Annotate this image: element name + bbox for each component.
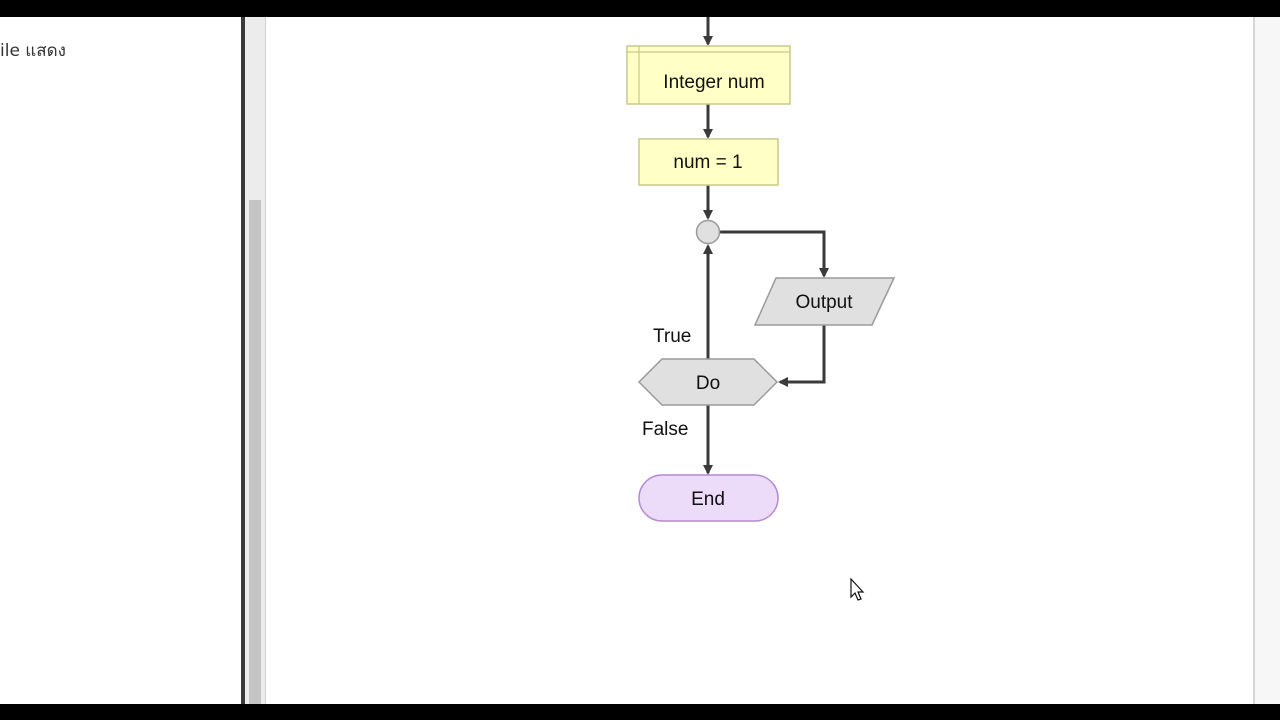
end-node-label: End [691, 489, 725, 510]
edge-output-to-do [778, 325, 826, 387]
top-black-bar [0, 0, 1280, 17]
assign-node-label: num = 1 [673, 152, 742, 173]
edge-junction-to-output [720, 230, 829, 278]
declare-node-label: Integer num [663, 72, 764, 93]
do-node-label: Do [696, 373, 720, 394]
bottom-black-bar [0, 704, 1280, 720]
canvas-right-border [1253, 17, 1255, 704]
left-panel-text: ile แสดง [0, 41, 66, 61]
output-node[interactable]: Output [753, 277, 896, 326]
end-node[interactable]: End [638, 474, 779, 522]
scrollbar-thumb[interactable] [249, 200, 261, 704]
right-gutter [1255, 17, 1280, 704]
false-branch-label: False [642, 419, 688, 440]
output-node-label: Output [795, 292, 853, 313]
flowchart-canvas[interactable] [267, 17, 1253, 704]
loop-junction[interactable] [695, 219, 721, 245]
left-panel: ile แสดง [0, 17, 241, 704]
panel-splitter[interactable] [241, 17, 245, 704]
connectors [703, 17, 829, 475]
do-loop-node[interactable]: Do [637, 358, 779, 406]
mouse-cursor-icon [850, 577, 865, 601]
true-branch-label: True [653, 326, 691, 347]
declare-node[interactable]: Integer num [626, 45, 791, 105]
vertical-scrollbar[interactable] [245, 17, 266, 704]
assign-node[interactable]: num = 1 [638, 138, 779, 186]
